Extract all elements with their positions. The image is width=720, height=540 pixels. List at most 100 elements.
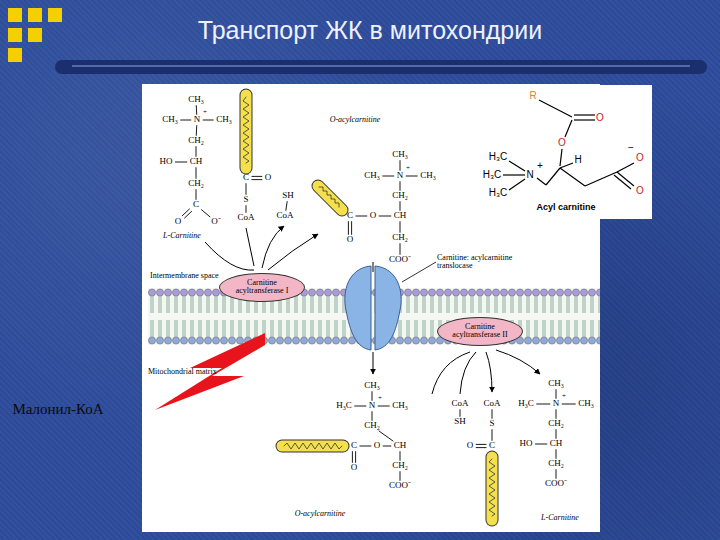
bond-line: [492, 409, 493, 419]
atom-label: O: [370, 211, 377, 220]
atom-label: CH: [394, 441, 407, 450]
bond-line: [562, 404, 576, 405]
bond-line: [360, 446, 372, 447]
charge-sign: +: [378, 395, 382, 402]
bond-line: [556, 429, 557, 439]
atom-label: C: [489, 441, 495, 450]
title-bar: [55, 60, 707, 74]
bond-line: [400, 181, 401, 191]
bond-line: [196, 167, 197, 179]
bond-line: [492, 429, 493, 441]
inset-caption: Acyl carnitine: [536, 203, 595, 212]
atom-label: CH₂: [188, 136, 204, 145]
atom-label: CH₃: [578, 399, 594, 408]
atom-label: CH₃: [216, 115, 232, 124]
bond-line: [400, 160, 401, 171]
atom-label: N: [194, 115, 201, 124]
atom-label: CH: [394, 211, 407, 220]
bond-line: [536, 404, 550, 405]
enzyme-name: Carnitine acyltransferase I: [231, 279, 293, 296]
bond-line: [378, 406, 390, 407]
inset-label: −: [628, 143, 634, 154]
atom-label: SH: [282, 191, 294, 200]
bond-line: [379, 431, 394, 441]
charge-sign: +: [406, 165, 410, 172]
bond-line: [556, 469, 557, 479]
bond-line: [182, 209, 190, 216]
atom-label: CoA: [276, 211, 293, 220]
bond-line: [184, 211, 192, 218]
atom-label: CH₂: [392, 191, 408, 200]
charge-sign: +: [562, 393, 566, 400]
atom-label: S: [243, 195, 248, 204]
atom-label: CH₃: [364, 381, 380, 390]
atom-label: HO: [520, 439, 533, 448]
atom-label: N: [397, 171, 404, 180]
atom-label: CH: [190, 157, 203, 166]
atom-label: CH₃: [188, 95, 204, 104]
atom-label: SH: [454, 417, 466, 426]
bond-line: [400, 201, 401, 211]
bond-line: [400, 451, 401, 461]
bond-line: [460, 409, 461, 417]
atom-label: CH₂: [548, 419, 564, 428]
bond-line: [196, 189, 197, 200]
bond-line: [252, 179, 263, 180]
atom-label: C: [193, 200, 199, 209]
inhibitor-label: Малонил-КоА: [12, 402, 103, 418]
acyl-chains: [243, 95, 495, 520]
compound-name: L-Carnitine: [163, 232, 201, 240]
bond-line: [246, 205, 247, 213]
atom-label: CH: [550, 439, 563, 448]
inset-skeleton: [503, 100, 634, 190]
atom-label: O: [351, 463, 358, 472]
bond-line: [356, 216, 368, 217]
bond-line: [180, 120, 191, 121]
inset-label: H₃C: [489, 188, 508, 199]
inset-label: O: [596, 113, 604, 124]
bond-line: [400, 471, 401, 481]
bond-line: [286, 201, 287, 211]
atom-label: C: [351, 441, 357, 450]
enzyme-ellipse: Carnitine acyltransferase II: [437, 317, 523, 346]
atom-label: HO: [160, 157, 173, 166]
membrane: [148, 288, 600, 345]
atom-label: CoA: [483, 399, 500, 408]
bond-line: [476, 444, 487, 445]
atom-label: C: [243, 173, 249, 182]
atom-label: COO⁻: [389, 481, 411, 490]
atom-label: N: [369, 401, 376, 410]
atom-label: O: [347, 235, 354, 244]
bond-line: [354, 406, 366, 407]
logo-squares: [8, 8, 62, 62]
inset-label: R: [529, 91, 536, 102]
bond-line: [406, 176, 418, 177]
bond-line: [382, 176, 394, 177]
inset-label: O: [558, 138, 566, 149]
atom-label: CH₂: [548, 459, 564, 468]
bond-line: [476, 447, 487, 448]
region-label: Carnitine: acylcarnitine translocase: [437, 254, 547, 271]
bond-line: [556, 449, 557, 459]
bond-line: [175, 162, 187, 163]
atom-label: C: [347, 211, 353, 220]
enzyme-ellipse: Carnitine acyltransferase I: [219, 273, 305, 302]
inset-label: N: [526, 170, 533, 181]
bond-line: [400, 243, 401, 255]
enzyme-name: Carnitine acyltransferase II: [449, 323, 511, 340]
inset-label: O: [636, 186, 644, 197]
compound-name: L-Carnitine: [541, 514, 579, 522]
atom-label: CH₃: [548, 379, 564, 388]
atom-label: CH₃: [162, 115, 178, 124]
inset-label: H₃C: [483, 170, 502, 181]
atom-label: O: [467, 441, 474, 450]
atom-label: CH₃: [392, 150, 408, 159]
inset-label: H: [574, 155, 581, 166]
inset-panel: [478, 85, 652, 219]
atom-label: O⁻: [211, 217, 221, 226]
atom-label: O: [374, 441, 381, 450]
atom-label: CoA: [237, 213, 254, 222]
atom-label: S: [489, 419, 494, 428]
compound-name: O-acylcarnitine: [330, 116, 381, 124]
